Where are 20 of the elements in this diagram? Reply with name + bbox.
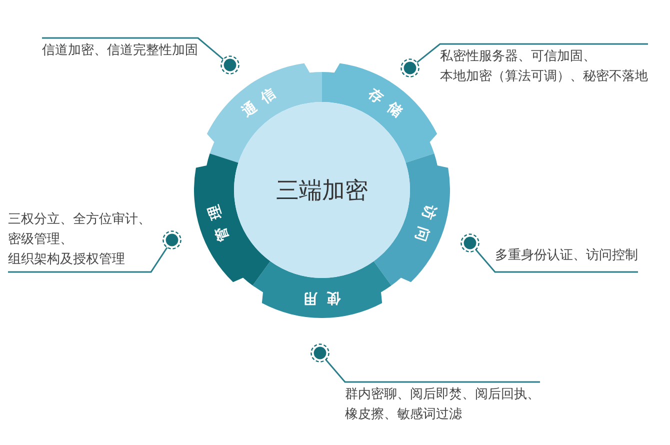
leader-line	[325, 359, 540, 383]
callout-text: 本地加密（算法可调）、秘密不落地	[440, 68, 648, 86]
callout-text: 三权分立、全方位审计、	[8, 211, 151, 229]
callout-text: 群内密聊、阅后即焚、阅后回执、	[345, 386, 540, 404]
callout-text: 组织架构及授权管理	[8, 251, 126, 269]
leader-line	[416, 43, 648, 63]
callout-text: 密级管理、	[8, 231, 74, 249]
segment-label: 访问	[408, 202, 440, 252]
segment-label: 使用	[294, 290, 342, 306]
leader-line	[475, 249, 638, 273]
leader-line	[42, 37, 224, 60]
callout-text: 橡皮擦、敏感词过滤	[345, 406, 463, 424]
segment-label: 通信	[238, 80, 286, 122]
callout-text: 信道加密、信道完整性加固	[42, 42, 198, 60]
center-title: 三端加密	[276, 176, 368, 206]
leader-line	[8, 247, 168, 273]
segment-label: 管理	[203, 194, 234, 246]
callout-text: 私密性服务器、可信加固、	[440, 48, 597, 66]
segment-label: 存储	[364, 84, 412, 126]
callout-text: 多重身份认证、访问控制	[495, 247, 638, 265]
